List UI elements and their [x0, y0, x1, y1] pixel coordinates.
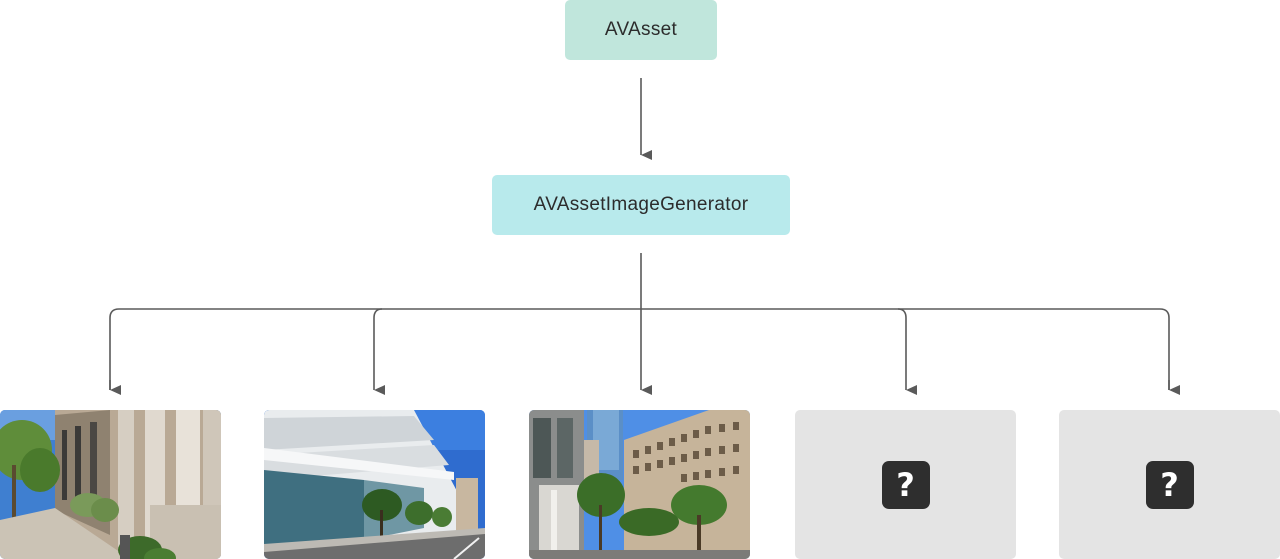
street-sidewalk-columns-photo	[0, 410, 221, 559]
avassetimagegenerator-label: AVAssetImageGenerator	[533, 194, 749, 215]
avasset-node: AVAsset	[565, 0, 717, 60]
avasset-label: AVAsset	[604, 19, 678, 40]
edge-branch-2	[373, 308, 385, 395]
output-frame-1	[0, 410, 221, 559]
question-mark-icon: ?	[1145, 460, 1194, 509]
output-frame-4: ?	[795, 410, 1016, 559]
question-mark-icon: ?	[881, 460, 930, 509]
modern-building-street-photo	[264, 410, 485, 559]
downtown-buildings-trees-photo	[529, 410, 750, 559]
output-frame-3	[529, 410, 750, 559]
output-frame-5: ?	[1059, 410, 1280, 559]
avassetimagegenerator-node: AVAssetImageGenerator	[492, 175, 790, 235]
edge-branch-bus	[109, 308, 1170, 390]
edge-branch-4	[897, 308, 917, 395]
output-frame-2	[264, 410, 485, 559]
